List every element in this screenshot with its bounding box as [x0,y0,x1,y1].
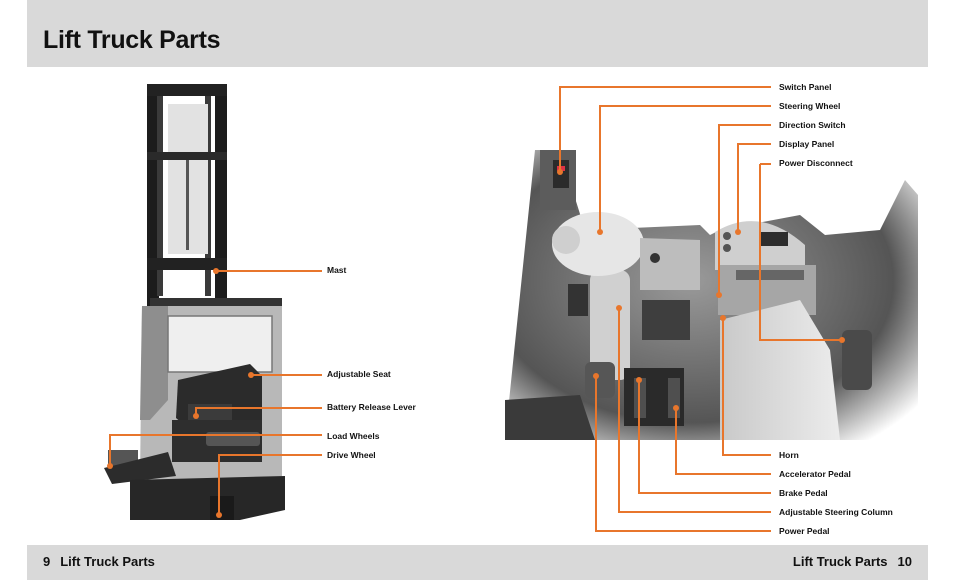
callout-dots [107,169,845,518]
label-brake-pedal: Brake Pedal [779,488,828,498]
callout-drive-wheel [218,454,322,515]
label-battery-release-lever: Battery Release Lever [327,402,416,412]
page-number-right: 10 [897,554,912,569]
label-direction-switch: Direction Switch [779,120,846,130]
label-switch-panel: Switch Panel [779,82,832,92]
label-mast: Mast [327,265,347,275]
callout-direction-switch [718,124,771,295]
label-adjustable-steering-column: Adjustable Steering Column [779,507,893,517]
footer-title-left: Lift Truck Parts [60,554,155,569]
callout-accelerator-pedal [675,408,771,475]
label-steering-wheel: Steering Wheel [779,101,841,111]
footer-band: 9 Lift Truck Parts Lift Truck Parts 10 [27,545,928,580]
callout-switch-panel [559,86,771,172]
callout-brake-pedal [638,380,771,494]
callout-power-pedal [595,376,771,532]
header-band: Lift Truck Parts [27,0,928,67]
footer-title-right: Lift Truck Parts [792,554,888,569]
callout-adjustable-steering-column [618,308,771,513]
page-title: Lift Truck Parts [43,26,221,54]
callout-horn [722,318,771,456]
label-horn: Horn [779,450,799,460]
label-power-disconnect: Power Disconnect [779,158,853,168]
label-drive-wheel: Drive Wheel [327,450,376,460]
label-adjustable-seat: Adjustable Seat [327,369,391,379]
callout-power-disconnect [759,164,842,341]
callout-steering-wheel [599,105,771,232]
label-load-wheels: Load Wheels [327,431,380,441]
callout-load-wheels [109,434,322,466]
operator-compartment-image [505,150,918,440]
callout-lines [109,86,842,532]
footer-left: 9 Lift Truck Parts [43,554,155,569]
label-accelerator-pedal: Accelerator Pedal [779,469,851,479]
label-power-pedal: Power Pedal [779,526,830,536]
label-display-panel: Display Panel [779,139,835,149]
footer-right: Lift Truck Parts 10 [793,554,912,569]
page-number-left: 9 [43,554,51,569]
callout-display-panel [737,143,771,232]
